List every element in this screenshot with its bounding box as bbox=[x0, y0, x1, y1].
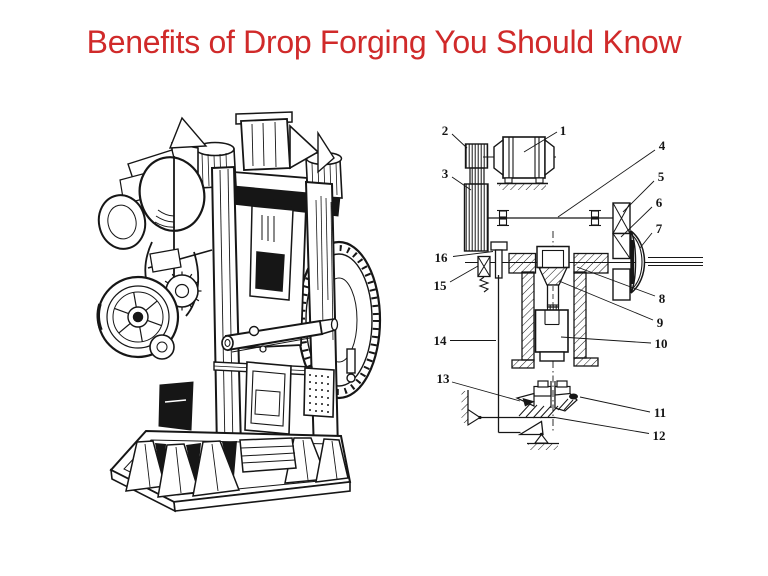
pulley-gear-cluster bbox=[96, 241, 202, 360]
page-title: Benefits of Drop Forging You Should Know bbox=[86, 24, 682, 60]
machine-base bbox=[109, 429, 352, 513]
press-machine-drawing bbox=[96, 111, 382, 513]
schematic-label-14: 14 bbox=[434, 333, 448, 348]
schematic-label-7: 7 bbox=[656, 221, 663, 236]
schematic-label-8: 8 bbox=[659, 291, 666, 306]
schematic-label-16: 16 bbox=[435, 250, 449, 265]
schematic-label-3: 3 bbox=[442, 166, 449, 181]
motor-group bbox=[463, 136, 556, 252]
schematic-label-6: 6 bbox=[656, 195, 663, 210]
die-group bbox=[515, 380, 578, 419]
crank-rod-group bbox=[536, 245, 570, 315]
schematic-label-15: 15 bbox=[434, 278, 448, 293]
press-machine-figure bbox=[82, 100, 382, 530]
ram-group bbox=[534, 309, 569, 362]
schematic-label-1: 1 bbox=[560, 123, 567, 138]
schematic-labels: 1 2 3 4 5 6 7 8 9 10 11 12 13 14 15 16 bbox=[434, 123, 668, 443]
press-schematic-drawing: 1 2 3 4 5 6 7 8 9 10 11 12 13 14 15 16 bbox=[434, 123, 703, 450]
schematic-label-2: 2 bbox=[442, 123, 449, 138]
bolster-and-panels bbox=[158, 325, 335, 435]
schematic-label-10: 10 bbox=[655, 336, 668, 351]
schematic-label-5: 5 bbox=[658, 169, 665, 184]
friction-discs bbox=[97, 149, 213, 290]
schematic-label-4: 4 bbox=[659, 138, 666, 153]
frame-section-group bbox=[508, 252, 609, 369]
top-crown bbox=[168, 111, 343, 199]
perforated-panel-dots bbox=[309, 374, 329, 413]
cross-cylinder-bar bbox=[221, 318, 356, 383]
pedal-linkage-group bbox=[461, 275, 559, 450]
schematic-label-12: 12 bbox=[653, 428, 666, 443]
leader-lines bbox=[449, 131, 656, 434]
shaft-bearings bbox=[497, 209, 601, 227]
press-schematic-figure: 1 2 3 4 5 6 7 8 9 10 11 12 13 14 15 16 bbox=[428, 108, 708, 463]
schematic-label-11: 11 bbox=[654, 405, 666, 420]
clutch-group bbox=[612, 202, 631, 301]
schematic-label-13: 13 bbox=[437, 371, 451, 386]
schematic-label-9: 9 bbox=[657, 315, 664, 330]
brake-group bbox=[477, 241, 508, 293]
